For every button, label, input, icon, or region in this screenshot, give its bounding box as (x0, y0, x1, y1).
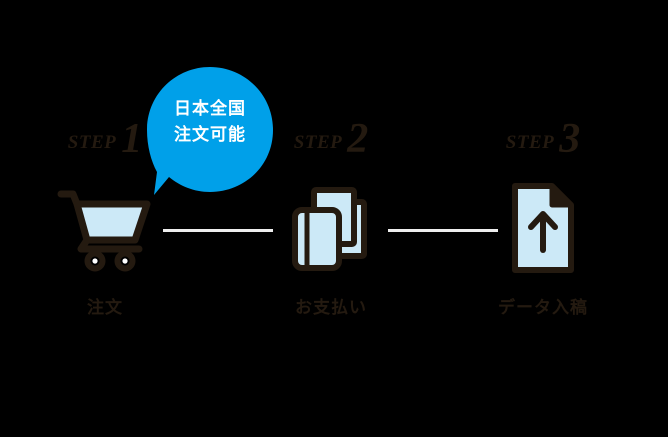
step-2-label: STEP (293, 132, 343, 153)
step-3: STEP 3 データ入稿 (438, 0, 648, 437)
step-2-heading: STEP 2 (226, 108, 436, 162)
step-1: STEP 1 注文 (0, 0, 210, 437)
step-3-number: 3 (559, 115, 581, 162)
step-2: STEP 2 お支払い (226, 0, 436, 437)
step-2-icon-wrap (226, 178, 436, 278)
step-1-number: 1 (121, 115, 143, 162)
callout-bubble[interactable]: 日本全国 注文可能 (124, 62, 276, 200)
step-1-label: STEP (67, 132, 117, 153)
connector-line-2 (388, 229, 498, 232)
step-2-number: 2 (347, 115, 369, 162)
step-1-heading: STEP 1 (0, 108, 210, 162)
step-3-label: STEP (505, 132, 555, 153)
step-2-caption: お支払い (295, 298, 367, 318)
payment-cards-icon (292, 187, 367, 271)
document-upload-icon (512, 183, 574, 273)
step-3-heading: STEP 3 (438, 108, 648, 162)
step-1-icon-wrap (0, 178, 210, 278)
connector-line-1 (163, 229, 273, 232)
speech-bubble-shape (147, 67, 273, 195)
step-3-icon-wrap (438, 178, 648, 278)
step-3-caption: データ入稿 (498, 298, 588, 318)
callout-text: 日本全国 注文可能 (174, 99, 246, 146)
step-1-caption: 注文 (87, 298, 123, 318)
shopping-cart-icon (57, 190, 151, 272)
